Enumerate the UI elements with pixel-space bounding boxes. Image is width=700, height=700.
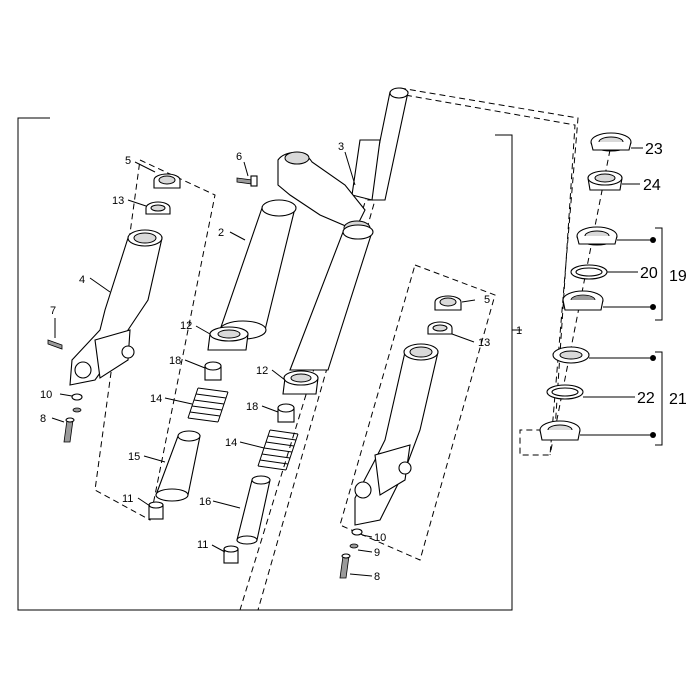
lock-nut-24 [587, 170, 623, 191]
right-leg-dashed-outline [339, 264, 496, 561]
leader-5-left [134, 161, 156, 173]
cap-11-right [223, 545, 239, 564]
headset-cap-23 [590, 132, 632, 152]
leader-8-right [349, 573, 373, 577]
bearing-ring-22 [546, 384, 584, 400]
label-18-left: 18 [169, 355, 181, 367]
label-12-right: 12 [256, 365, 268, 377]
leader-4 [89, 277, 111, 293]
leader-18-left [184, 359, 206, 369]
seal-13-right [427, 321, 453, 335]
washer-10-right [349, 528, 363, 549]
leader-15 [143, 455, 166, 463]
leader-18-right [261, 405, 279, 413]
dot-21a [650, 355, 656, 361]
leader-5-right [461, 299, 476, 303]
leader-11-right [211, 544, 226, 553]
label-4: 4 [79, 274, 85, 286]
bearing-cup-21a [552, 346, 590, 364]
label-18-right: 18 [246, 401, 258, 413]
label-24: 24 [643, 177, 661, 194]
leader-16 [212, 500, 241, 509]
dot-19a [650, 237, 656, 243]
label-10-left: 10 [40, 389, 52, 401]
steering-stem [277, 87, 409, 236]
label-9: 9 [374, 547, 380, 559]
leader-6 [243, 161, 249, 177]
washer-10-left [71, 393, 83, 413]
seal-13-left [145, 201, 171, 215]
label-8-right: 8 [374, 571, 380, 583]
leader-2 [229, 231, 246, 241]
right-fork-tube [289, 224, 374, 371]
screw-7 [47, 339, 63, 350]
bolt-8-right [339, 553, 351, 579]
label-13-right: 13 [478, 337, 490, 349]
label-12-left: 12 [180, 320, 192, 332]
label-2: 2 [218, 227, 224, 239]
label-7: 7 [50, 305, 56, 317]
label-22: 22 [637, 390, 655, 407]
leader-9 [357, 549, 373, 553]
bushing-12-left [207, 326, 249, 351]
leader-10-right [361, 534, 373, 538]
leader-3 [344, 151, 356, 186]
bearing-cup-19b [562, 290, 604, 311]
label-16: 16 [199, 496, 211, 508]
damper-rod-15 [155, 430, 201, 502]
leader-12-right [271, 369, 286, 381]
left-fork-tube [219, 199, 297, 340]
leader-12-left [195, 325, 211, 335]
bolt-8-left [63, 417, 75, 443]
label-20: 20 [640, 265, 658, 282]
screw-6 [236, 175, 258, 187]
leader-10-left [59, 393, 73, 397]
spacer-18-left [204, 361, 222, 381]
seal-5-right [434, 295, 462, 311]
leader-13-left [127, 199, 147, 207]
label-11-left: 11 [122, 493, 133, 505]
assembly-1-frame [17, 117, 513, 611]
label-13-left: 13 [112, 195, 124, 207]
label-15: 15 [128, 451, 140, 463]
leader-13-right [451, 333, 475, 343]
leader-14-right [239, 441, 265, 449]
bearing-cup-19a [576, 226, 618, 246]
left-fork-leg [69, 229, 163, 386]
label-5-left: 5 [125, 155, 131, 167]
label-19: 19 [669, 268, 687, 285]
dot-19b [650, 304, 656, 310]
label-11-right: 11 [197, 539, 208, 551]
spring-14-left [187, 387, 229, 423]
label-10-right: 10 [374, 532, 386, 544]
left-leg-dashed-outline [94, 159, 216, 521]
bushing-12-right [282, 370, 319, 395]
dot-21b [650, 432, 656, 438]
label-3: 3 [338, 141, 344, 153]
label-6: 6 [236, 151, 242, 163]
label-8-left: 8 [40, 413, 46, 425]
label-5-right: 5 [484, 294, 490, 306]
label-14-left: 14 [150, 393, 162, 405]
leader-11-left [137, 497, 151, 507]
leader-8-left [51, 417, 65, 423]
right-fork-leg [354, 343, 439, 526]
label-23: 23 [645, 141, 663, 158]
bearing-ring-20 [570, 264, 608, 280]
seal-5-left [153, 173, 181, 189]
spring-14-right [257, 429, 299, 471]
bracket-21 [655, 351, 663, 446]
leader-14-left [164, 397, 193, 405]
label-21: 21 [669, 391, 687, 408]
damper-rod-16 [236, 475, 271, 545]
spacer-18-right [277, 403, 295, 423]
label-1: 1 [516, 325, 522, 337]
label-14-right: 14 [225, 437, 237, 449]
center-dashed-outline [239, 87, 579, 611]
bracket-19 [655, 227, 663, 321]
cap-11-left [148, 501, 164, 520]
bearing-cup-21b [539, 420, 581, 441]
